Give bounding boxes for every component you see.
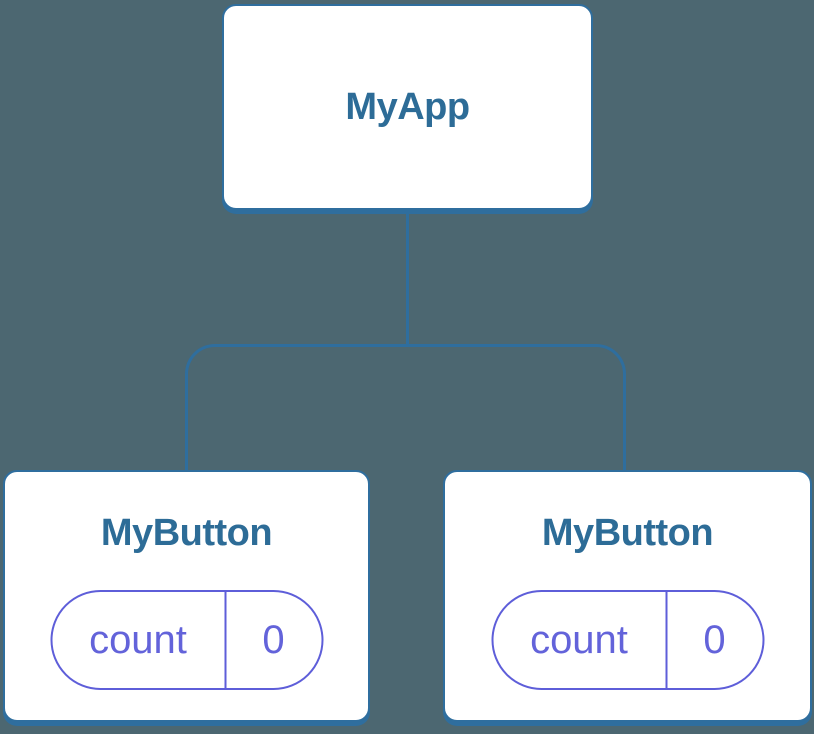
node-mybutton-2: MyButton count 0 (443, 470, 812, 722)
node-mybutton-2-label: MyButton (541, 512, 714, 554)
node-myapp-label: MyApp (345, 85, 470, 128)
connector-branch (185, 344, 626, 470)
state-key-1: count (52, 592, 226, 688)
state-key-2: count (493, 592, 667, 688)
node-mybutton-1: MyButton count 0 (3, 470, 370, 722)
node-myapp: MyApp (222, 4, 593, 210)
connector-root-stub (406, 210, 409, 346)
state-value-1: 0 (262, 617, 285, 662)
state-pill-2: count 0 (491, 590, 764, 690)
state-pill-1: count 0 (50, 590, 323, 690)
node-mybutton-1-label: MyButton (100, 512, 273, 554)
state-value-2: 0 (703, 617, 726, 662)
